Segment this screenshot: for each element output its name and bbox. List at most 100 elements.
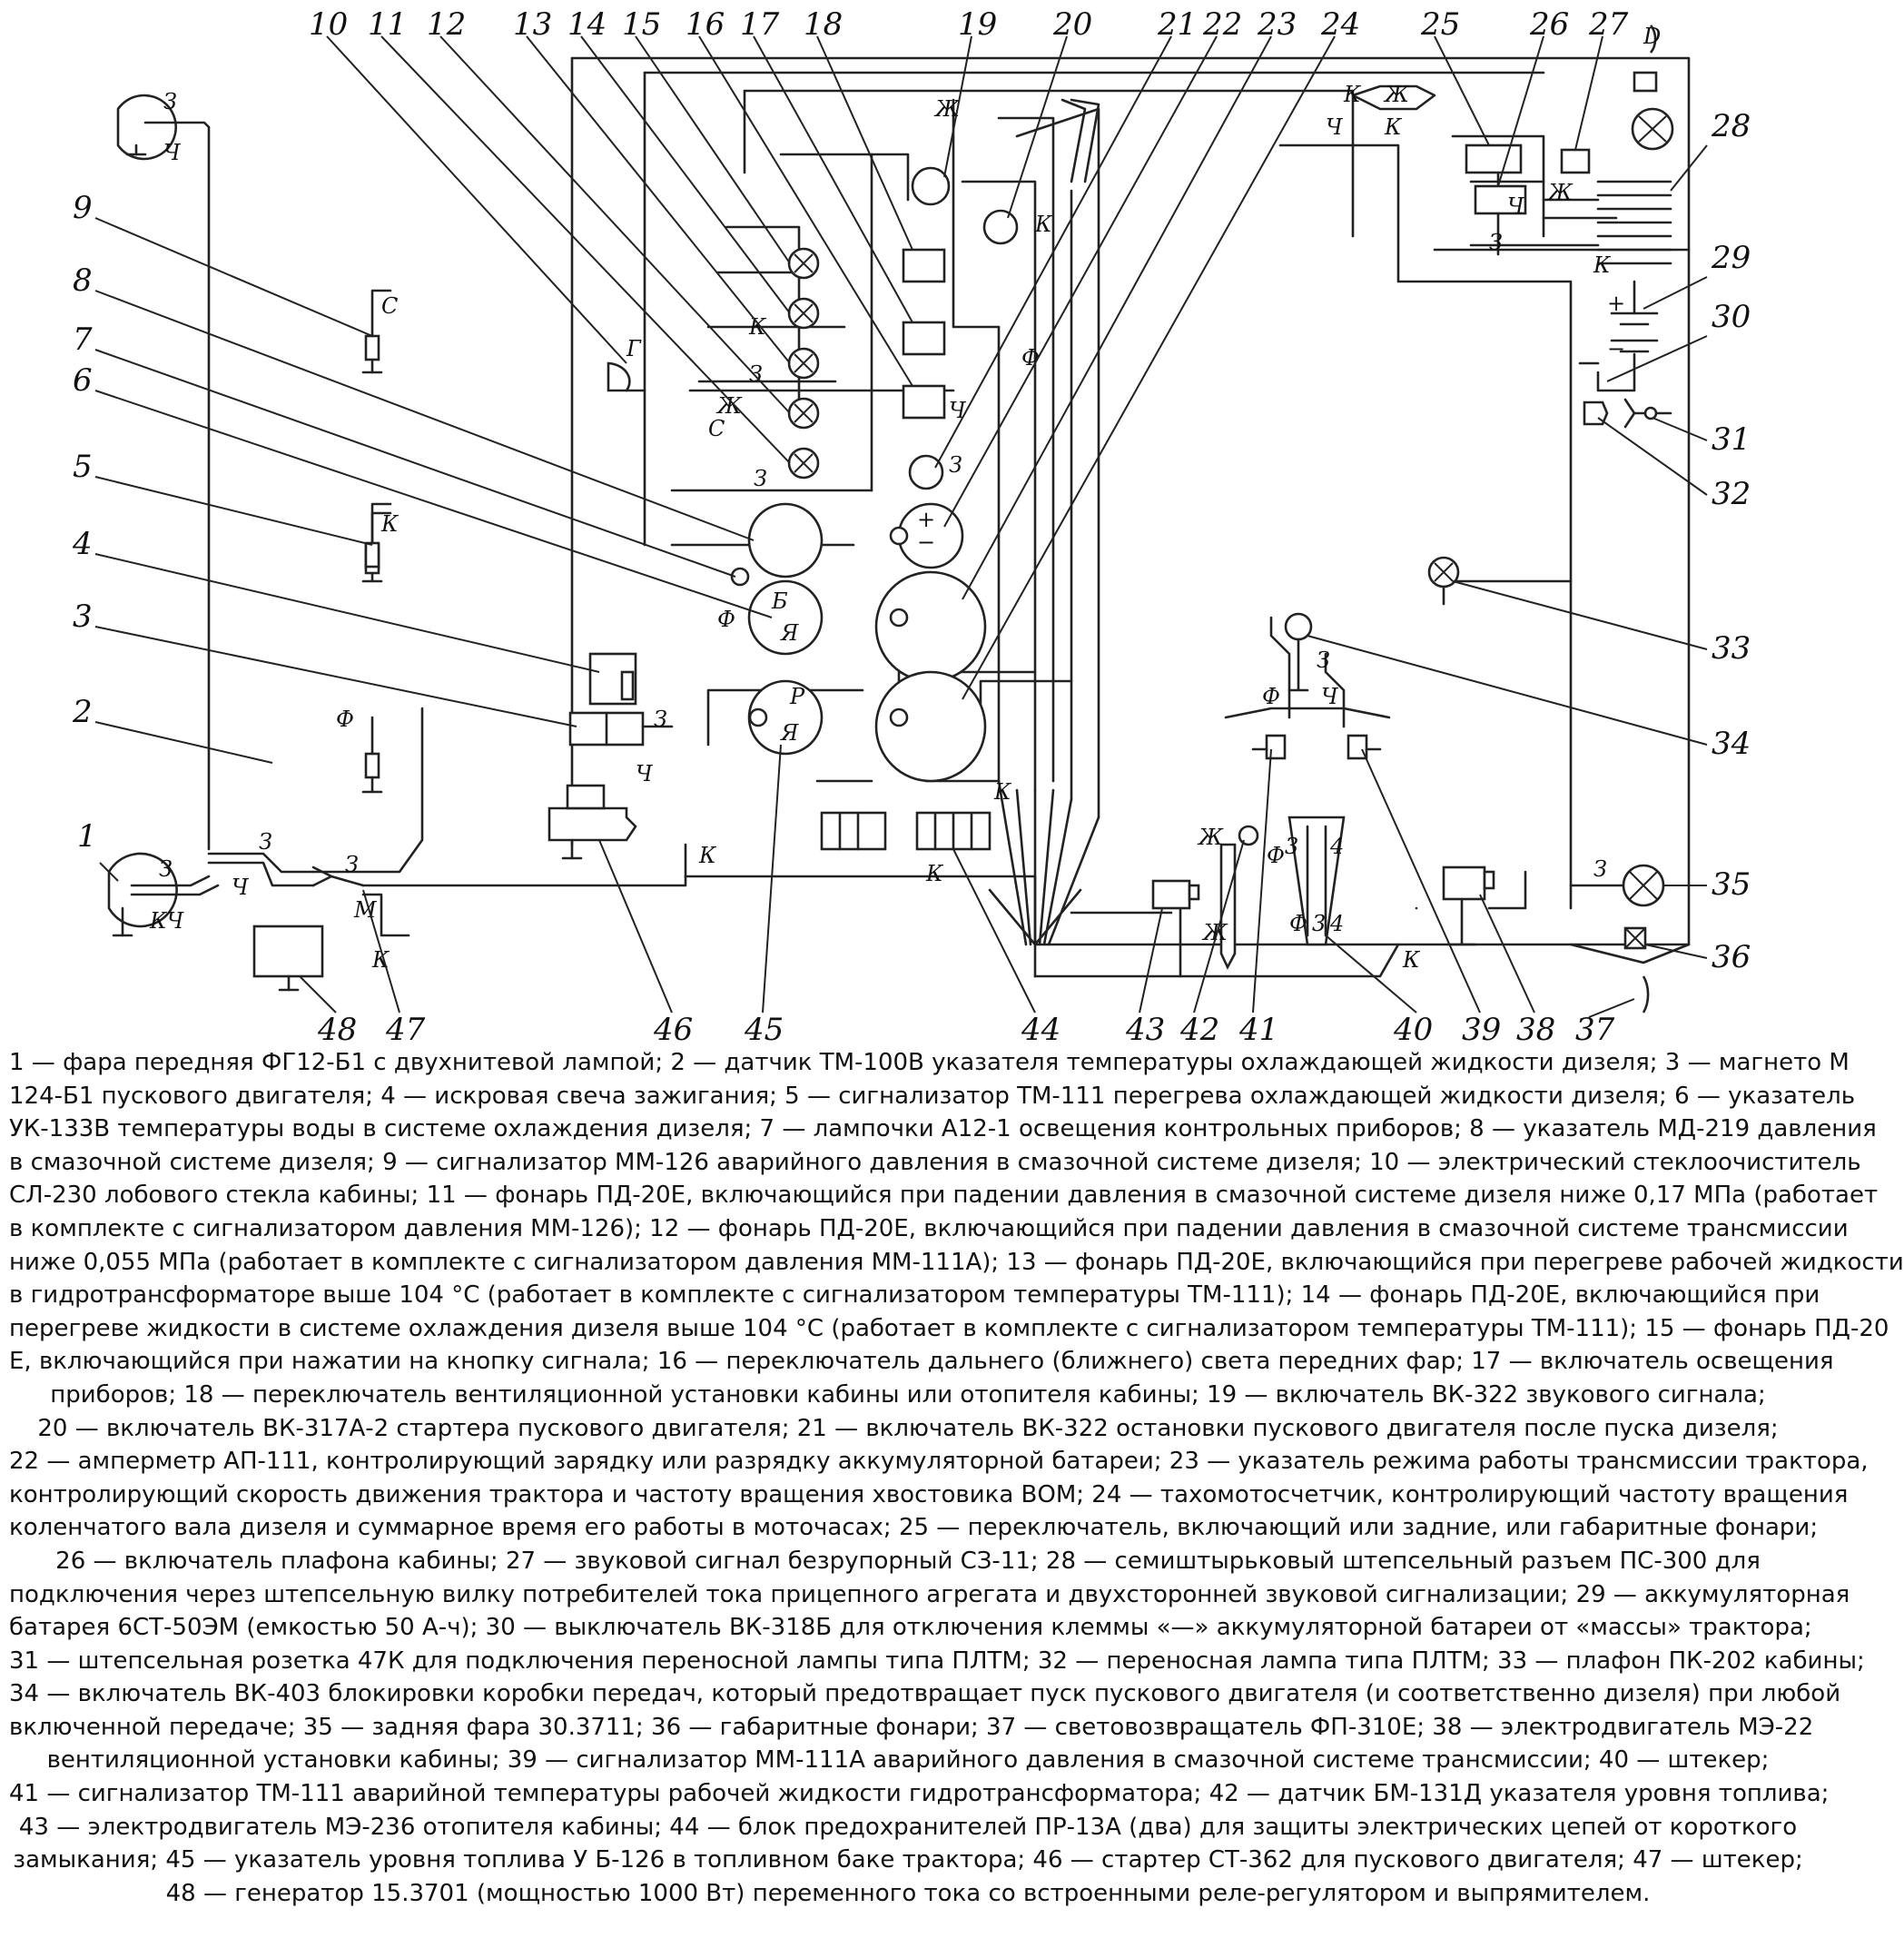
cab-light-33: [1427, 556, 1460, 606]
callout-number: 37: [1575, 1012, 1615, 1048]
wire-label: 3: [1312, 911, 1326, 936]
marker-lights-36: [1623, 926, 1647, 950]
starter-switch-20: [982, 209, 1019, 245]
caption-line: коленчатого вала дизеля и суммарное врем…: [9, 1514, 1819, 1542]
callout-number: 46: [653, 1012, 693, 1048]
callout-number: 24: [1320, 6, 1360, 43]
wire-label: +: [917, 507, 935, 532]
wire-label: З: [159, 856, 173, 882]
wire-label: Ф: [1262, 684, 1280, 709]
wire-label: 4: [1329, 911, 1344, 936]
caption-line: 22 — амперметр АП-111, контролирующий за…: [9, 1448, 1869, 1476]
wire-label: М: [353, 897, 378, 923]
wire-label: З: [345, 852, 359, 877]
caption-line: СЛ-230 лобового стекла кабины; 11 — фона…: [9, 1182, 1879, 1210]
callout-number: 14: [567, 6, 607, 43]
wire-label: К: [1343, 82, 1362, 107]
wire-label: Я: [780, 620, 799, 646]
wire-label: З: [1489, 230, 1503, 255]
callout-number: 31: [1712, 421, 1751, 458]
caption-line: Е, включающийся при нажатии на кнопку си…: [9, 1348, 1834, 1376]
wire-label: З: [749, 361, 763, 387]
wire-label: Р: [789, 684, 805, 709]
warning-lamps-11-15: [787, 247, 820, 480]
wiring-diagram: З Ч С К Ф З КЧ З Ч М З К К К З Ч Г Ж К К…: [72, 6, 1751, 1048]
callout-number: 35: [1712, 866, 1751, 903]
wire-label: D: [1643, 24, 1661, 49]
wire-label: К: [925, 861, 944, 886]
caption-line: 48 — генератор 15.3701 (мощностью 1000 В…: [165, 1879, 1651, 1907]
front-headlight-1: [107, 852, 220, 937]
callout-number: 27: [1588, 6, 1629, 43]
fuse-block-44: [820, 811, 991, 851]
plug-40: [1287, 816, 1346, 946]
wire-label: З: [1317, 648, 1330, 673]
gauge-6: [747, 579, 824, 656]
wire-label: З: [654, 707, 667, 732]
callout-number: 1: [77, 818, 97, 855]
caption-line: контролирующий скорость движения трактор…: [9, 1480, 1849, 1508]
wire-label: К: [1593, 252, 1612, 278]
wire-label: З: [754, 466, 767, 491]
wire-label: −: [917, 529, 935, 555]
wire-label: −: [1607, 336, 1625, 361]
callout-number: 26: [1529, 6, 1569, 43]
wire-label: Ч: [949, 398, 967, 423]
portable-lamp-32: [1583, 400, 1609, 426]
junction-kzh: [1351, 84, 1436, 111]
caption-line: перегреве жидкости в системе охлаждения …: [9, 1314, 1889, 1342]
wire-label: К: [1384, 114, 1403, 140]
wiring-diagram-svg: З Ч С К Ф З КЧ З Ч М З К К К З Ч Г Ж К К…: [72, 6, 1751, 1048]
tachometer-24: [874, 670, 987, 783]
callout-number: 18: [804, 6, 843, 43]
wire-label: Ф: [336, 707, 354, 732]
harness-junction-44: [988, 888, 1082, 946]
callout-number: 36: [1712, 939, 1751, 975]
wire-label: +: [1607, 291, 1625, 316]
wire-label: Ж: [1197, 825, 1224, 850]
wire-label: Ф: [717, 607, 735, 632]
callout-number: 33: [1712, 630, 1751, 667]
wire-label: З: [259, 829, 272, 855]
wire-label: Ф: [1021, 345, 1040, 371]
callout-number: 9: [73, 190, 93, 226]
callout-number: 44: [1021, 1012, 1061, 1048]
reflector-37: [1642, 975, 1650, 1014]
callout-number: 25: [1420, 6, 1460, 43]
caption-line: в комплекте с сигнализатором давления ММ…: [9, 1214, 1849, 1242]
callout-number: 38: [1516, 1012, 1555, 1048]
battery-29: [1610, 280, 1659, 353]
callout-number: 34: [1712, 726, 1751, 762]
callout-number: 5: [73, 449, 93, 485]
callout-number: 39: [1462, 1012, 1501, 1048]
wire-label: Я: [780, 720, 799, 746]
caption-line: 26 — включатель плафона кабины; 27 — зву…: [55, 1547, 1761, 1575]
callout-number: 11: [368, 6, 407, 43]
callout-number: 30: [1712, 299, 1751, 335]
heater-motor-43: [1151, 879, 1200, 910]
callout-number: 42: [1179, 1012, 1219, 1048]
callout-number: 10: [309, 6, 348, 43]
wire-label: 4: [1329, 834, 1344, 859]
callout-number: 13: [513, 6, 552, 43]
signalizers-39-41: [1251, 734, 1382, 760]
wire-label: Ж: [1383, 82, 1410, 107]
cab-light-switch-26: [1560, 148, 1591, 174]
callout-number: 43: [1125, 1012, 1165, 1048]
callout-number: 28: [1711, 108, 1751, 144]
wire-label: К: [698, 843, 717, 868]
horn-27: [1631, 71, 1674, 151]
wire-label: З: [949, 452, 962, 478]
callout-number: 16: [686, 6, 725, 43]
caption-line: ниже 0,055 МПа (работает в комплекте с с…: [9, 1248, 1904, 1276]
callout-number: 15: [622, 6, 661, 43]
callout-number: 21: [1157, 6, 1197, 43]
wire-label: К: [380, 511, 400, 537]
wire-harness: [207, 56, 1691, 978]
wire-label: К: [993, 779, 1012, 805]
caption-line: УК-133В температуры воды в системе охлаж…: [9, 1115, 1877, 1143]
caption-line: в гидротрансформаторе выше 104 °С (работ…: [9, 1281, 1820, 1310]
callout-number: 32: [1712, 476, 1751, 512]
callout-number: 40: [1393, 1012, 1433, 1048]
callout-number: 2: [72, 694, 93, 730]
